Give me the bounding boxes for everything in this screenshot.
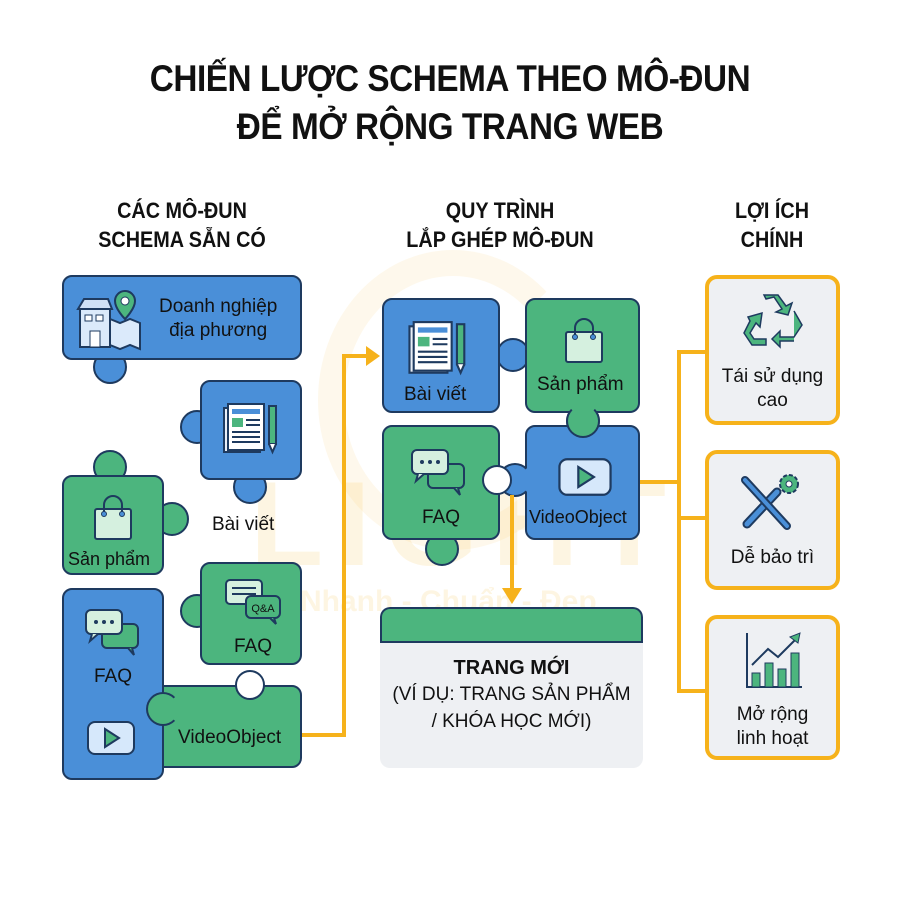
- connector-line: [677, 516, 707, 520]
- benefit-reuse-line2: cao: [757, 390, 788, 411]
- module-faq-video-stack: FAQ: [62, 588, 164, 780]
- connector-line: [677, 689, 707, 693]
- store-map-pin-icon: [76, 289, 141, 351]
- puzzle-knob: [566, 404, 600, 438]
- module-video-label: VideoObject: [178, 727, 282, 748]
- module-article: [200, 380, 302, 480]
- chat-bubbles-icon: [411, 449, 465, 496]
- qa-badge: Q&A: [251, 603, 275, 615]
- benefit-card-maintenance: Dễ bảo trì: [705, 450, 840, 590]
- recycle-icon: [743, 294, 803, 349]
- benefit-scalability-line2: linh hoạt: [736, 728, 809, 749]
- puzzle-notch: [482, 465, 512, 495]
- column-header-right: LỢI ÍCH CHÍNH: [655, 196, 889, 254]
- chat-bubbles-icon: [85, 609, 139, 656]
- puzzle-knob: [496, 338, 530, 372]
- label-line2: địa phương: [169, 320, 268, 341]
- assembly-video: VideoObject: [525, 425, 640, 540]
- module-faq-qa-label: FAQ: [234, 636, 273, 657]
- column-header-left-line1: CÁC MÔ-ĐUN: [117, 198, 247, 223]
- module-faq-qa: Q&A FAQ: [200, 562, 302, 665]
- new-page-example-line1: (VÍ DỤ: TRANG SẢN PHẨM: [392, 684, 631, 705]
- page-title-line2: ĐỂ MỞ RỘNG TRANG WEB: [236, 106, 664, 147]
- new-page-title: TRANG MỚI: [453, 657, 570, 679]
- module-product-label: Sản phẩm: [68, 549, 151, 569]
- assembly-product-label: Sản phẩm: [537, 374, 624, 395]
- play-button-icon: [558, 458, 612, 496]
- column-header-left-line2: SCHEMA SẴN CÓ: [98, 227, 266, 252]
- column-header-middle: QUY TRÌNH LẮP GHÉP MÔ-ĐUN: [383, 196, 617, 254]
- benefit-card-scalability: Mở rộng linh hoạt: [705, 615, 840, 760]
- puzzle-knob: [146, 692, 180, 726]
- label-line1: Doanh nghiệp: [159, 296, 278, 317]
- arrow-head-right: [366, 346, 380, 366]
- connector-line: [302, 733, 346, 737]
- play-button-icon: [87, 721, 135, 755]
- column-header-middle-line2: LẮP GHÉP MÔ-ĐUN: [406, 227, 594, 252]
- arrow-head-down: [502, 588, 522, 604]
- benefit-reuse-line1: Tái sử dụng: [721, 366, 824, 387]
- module-local-business-label: Doanh nghiệp địa phương: [159, 295, 277, 343]
- module-article-label: Bài viết: [212, 514, 275, 535]
- assembly-product: Sản phẩm: [525, 298, 640, 413]
- new-page-card: TRANG MỚI (VÍ DỤ: TRANG SẢN PHẨM / KHÓA …: [380, 607, 643, 768]
- shopping-bag-icon: [94, 495, 132, 540]
- new-page-example-line2: / KHÓA HỌC MỚI): [431, 711, 592, 732]
- assembly-faq-label: FAQ: [422, 507, 461, 528]
- qa-chat-icon: Q&A: [225, 579, 281, 625]
- shopping-bag-icon: [565, 318, 603, 363]
- column-header-left: CÁC MÔ-ĐUN SCHEMA SẴN CÓ: [65, 196, 299, 254]
- connector-line: [342, 354, 346, 737]
- module-video: VideoObject: [162, 685, 302, 768]
- assembly-article-label: Bài viết: [404, 384, 467, 405]
- newspaper-pen-icon: [408, 321, 466, 376]
- connector-line: [342, 354, 370, 358]
- assembly-faq: FAQ: [382, 425, 500, 540]
- benefit-card-reuse: Tái sử dụng cao: [705, 275, 840, 425]
- column-header-right-line1: LỢI ÍCH: [734, 198, 810, 223]
- newspaper-pen-icon: [223, 403, 277, 455]
- connector-line: [677, 350, 707, 354]
- module-local-business: Doanh nghiệp địa phương: [62, 275, 302, 360]
- page-title-line1: CHIẾN LƯỢC SCHEMA THEO MÔ-ĐUN: [149, 58, 751, 99]
- puzzle-notch: [235, 670, 265, 700]
- benefit-maintenance-line1: Dễ bảo trì: [730, 547, 815, 568]
- connector-line: [510, 495, 514, 592]
- assembly-article: Bài viết: [382, 298, 500, 413]
- column-header-middle-line1: QUY TRÌNH: [445, 198, 555, 223]
- benefit-scalability-line1: Mở rộng: [736, 704, 809, 725]
- module-product: Sản phẩm: [62, 475, 164, 575]
- module-faq-label: FAQ: [94, 666, 133, 687]
- assembly-video-label: VideoObject: [529, 507, 627, 527]
- wrench-screwdriver-gear-icon: [741, 474, 799, 530]
- column-header-right-line2: CHÍNH: [740, 227, 804, 252]
- connector-line: [677, 350, 681, 693]
- new-page-header-bar: [380, 607, 643, 643]
- connector-line: [640, 480, 680, 484]
- growth-chart-icon: [746, 632, 802, 688]
